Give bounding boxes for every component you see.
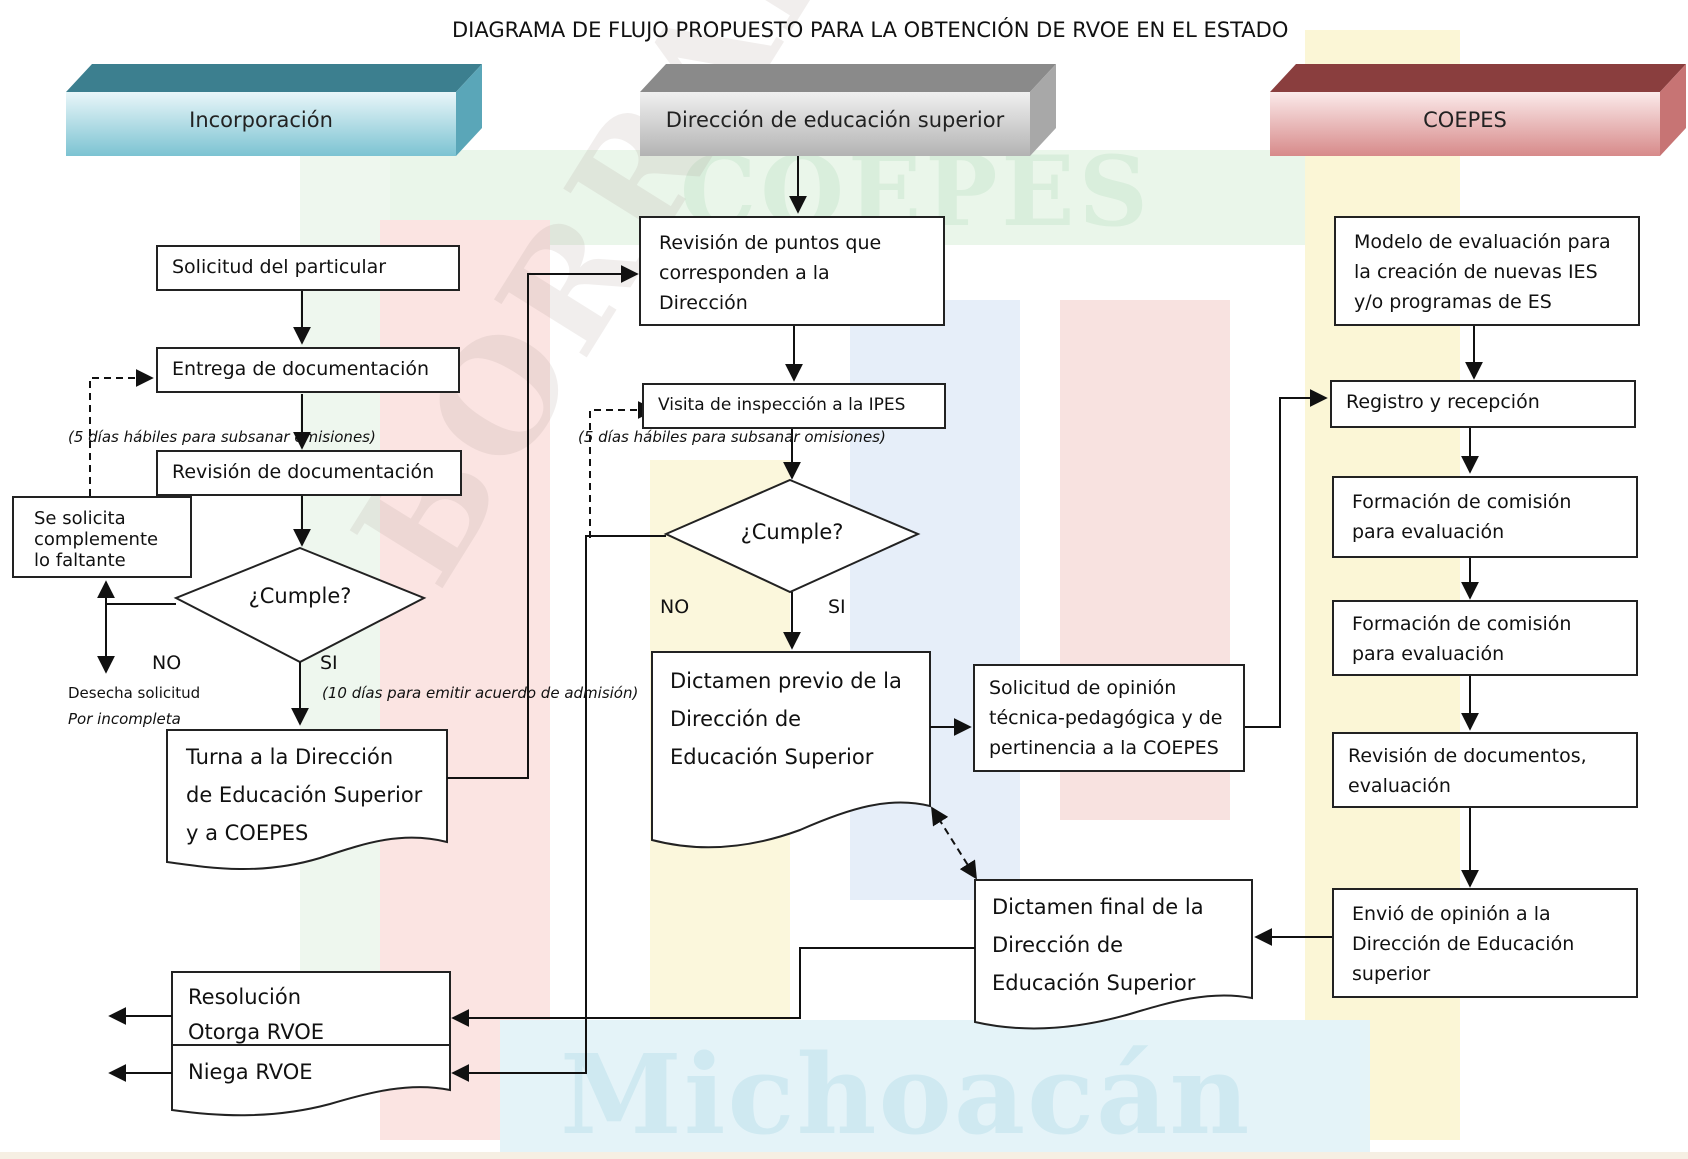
diagram-title: DIAGRAMA DE FLUJO PROPUESTO PARA LA OBTE… [452, 18, 1289, 42]
label-no-lane1: NO [152, 652, 182, 674]
step-revision-documentacion: Revisión de documentación [156, 450, 462, 496]
note-5-dias-lane1: (5 días hábiles para subsanar omisiones) [68, 428, 376, 446]
step-solicitud-particular: Solicitud del particular [156, 245, 460, 291]
text-turna: Turna a la Dirección de Educación Superi… [186, 745, 423, 845]
dashed-return-lane1 [89, 369, 154, 496]
step-formacion-comision-2: Formación de comisión para evaluación [1332, 600, 1638, 676]
lane-label-direccion: Dirección de educación superior [665, 108, 1005, 132]
lane-header-coepes [1270, 64, 1686, 156]
step-revision-puntos: Revisión de puntos que corresponden a la… [639, 216, 945, 326]
text-resolucion: Resolución [188, 985, 302, 1009]
doc-dictamen-previo [651, 651, 931, 849]
step-entrega-documentacion: Entrega de documentación [156, 347, 460, 393]
text-niega-rvoe: Niega RVOE [188, 1060, 313, 1084]
decision-label-lane1: ¿Cumple? [248, 584, 352, 608]
dashed-return-lane2 [589, 401, 656, 538]
lane-label-coepes: COEPES [1423, 108, 1507, 132]
doc-resolucion [171, 971, 451, 1117]
decision-label-lane2: ¿Cumple? [740, 520, 844, 544]
lane-header-incorporacion [66, 64, 482, 156]
lane-header-direccion [640, 64, 1056, 156]
step-revision-documentos: Revisión de documentos, evaluación [1332, 732, 1638, 808]
note-10-dias: (10 días para emitir acuerdo de admisión… [322, 684, 639, 702]
lane1-connectors [97, 265, 639, 1082]
label-si-lane1: SI [320, 652, 338, 674]
text-dictamen-previo: Dictamen previo de la Dirección de Educa… [670, 669, 902, 769]
watermark-band-cyan [500, 1020, 1370, 1152]
label-no-lane2: NO [660, 596, 690, 618]
text-otorga-rvoe: Otorga RVOE [188, 1020, 324, 1044]
step-visita-inspeccion: Visita de inspección a la IPES [642, 383, 946, 429]
lane2-connectors [451, 156, 1328, 1082]
lane3-connectors [1254, 326, 1483, 946]
step-registro-recepcion: Registro y recepción [1330, 380, 1636, 428]
note-5-dias-lane2: (5 días hábiles para subsanar omisiones) [578, 428, 886, 446]
desecha-line1: Desecha solicitud [68, 684, 201, 702]
label-si-lane2: SI [828, 596, 846, 618]
dashed-previo-to-final [931, 806, 977, 880]
step-formacion-comision-1: Formación de comisión para evaluación [1332, 476, 1638, 558]
doc-dictamen-final [974, 879, 1253, 1030]
step-envio-opinion: Envió de opinión a la Dirección de Educa… [1332, 888, 1638, 998]
doc-turna [166, 729, 448, 871]
lane-label-incorporacion: Incorporación [189, 108, 333, 132]
step-complemento: Se solicita complemente lo faltante [12, 496, 192, 578]
text-dictamen-final: Dictamen final de la Dirección de Educac… [992, 895, 1204, 995]
decision-cumple-lane2 [663, 478, 921, 594]
desecha-line2: Por incompleta [68, 710, 181, 728]
step-modelo-evaluacion: Modelo de evaluación para la creación de… [1334, 216, 1640, 326]
step-solicitud-opinion: Solicitud de opinión técnica-pedagógica … [973, 664, 1245, 772]
